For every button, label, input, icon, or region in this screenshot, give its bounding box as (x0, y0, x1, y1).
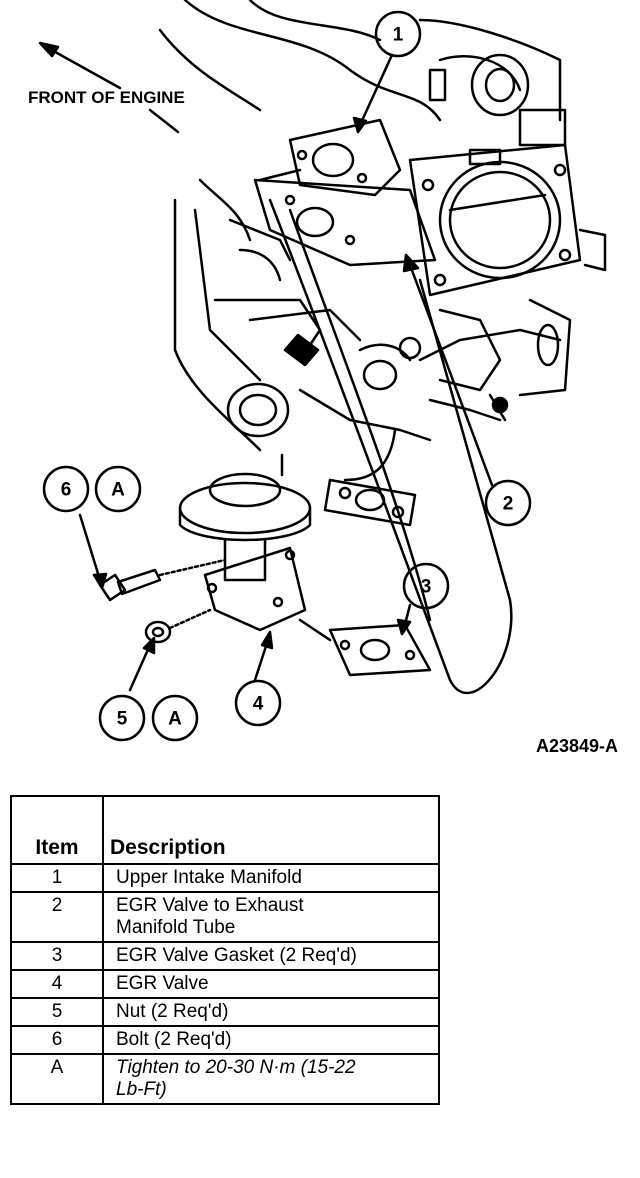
parts-table: Item Description 1 Upper Intake Manifold… (10, 795, 440, 1105)
engine-outline (158, 0, 572, 452)
callout-circle-A6 (94, 465, 142, 513)
callout-6: 6 (61, 480, 72, 501)
callout-circle-5 (98, 694, 146, 742)
description-cell: Bolt (2 Req'd) (102, 1025, 440, 1055)
upper-gasket (323, 478, 417, 527)
throttle-body (408, 143, 607, 297)
description-line: Upper Intake Manifold (116, 867, 302, 888)
callout-4: 4 (253, 694, 264, 715)
egr-valve-diagram: 1 2 3 4 5 6 A A FRONT OF ENGINE A23849-A (28, 0, 618, 756)
item-cell: 4 (10, 969, 104, 999)
description-cell: Upper Intake Manifold (102, 863, 440, 893)
table-row: 1 Upper Intake Manifold (10, 863, 440, 893)
bolt (98, 558, 227, 602)
table-row: 3 EGR Valve Gasket (2 Req'd) (10, 941, 440, 971)
description-cell: EGR Valve (102, 969, 440, 999)
description-line: Tighten to 20-30 N·m (15-22 (116, 1057, 356, 1078)
callout-A-bolt: A (111, 480, 125, 501)
egr-tube (268, 198, 513, 695)
description-line: EGR Valve Gasket (2 Req'd) (116, 945, 357, 966)
description-line: EGR Valve to Exhaust (116, 895, 304, 916)
description-cell: Nut (2 Req'd) (102, 997, 440, 1027)
callout-circle-4 (234, 679, 282, 727)
item-cell: A (10, 1053, 104, 1105)
callout-1: 1 (393, 25, 404, 46)
table-row: 4 EGR Valve (10, 969, 440, 999)
front-of-engine-label: FRONT OF ENGINE (28, 88, 185, 107)
egr-valve-gasket (298, 618, 432, 677)
description-line: Nut (2 Req'd) (116, 1001, 229, 1022)
description-cell: EGR Valve Gasket (2 Req'd) (102, 941, 440, 971)
callout-circle-3 (402, 562, 450, 610)
upper-intake-manifold (253, 118, 437, 267)
egr-valve (178, 453, 312, 632)
callout-A-nut: A (168, 709, 182, 730)
item-cell: 5 (10, 997, 104, 1027)
callout-circle-2 (484, 479, 532, 527)
callout-circle-6 (42, 465, 90, 513)
callout-circle-1 (374, 10, 422, 58)
table-row: 5 Nut (2 Req'd) (10, 997, 440, 1027)
table-header-row: Item Description (10, 795, 440, 865)
figure-id: A23849-A (536, 736, 618, 756)
callout-2: 2 (503, 494, 514, 515)
item-cell: 1 (10, 863, 104, 893)
item-cell: 3 (10, 941, 104, 971)
item-cell: 6 (10, 1025, 104, 1055)
description-line: Manifold Tube (116, 917, 236, 938)
item-column-header: Item (10, 795, 104, 865)
nut (144, 608, 212, 644)
callout-3: 3 (421, 577, 432, 598)
leader-lines (78, 53, 494, 692)
callout-5: 5 (117, 709, 128, 730)
callout-circle-A5 (151, 694, 199, 742)
item-cell: 2 (10, 891, 104, 943)
description-line: Bolt (2 Req'd) (116, 1029, 232, 1050)
front-arrow-icon (38, 41, 180, 134)
description-line: Lb-Ft) (116, 1079, 167, 1100)
table-row: 6 Bolt (2 Req'd) (10, 1025, 440, 1055)
description-column-header: Description (102, 795, 440, 865)
description-line: EGR Valve (116, 973, 209, 994)
